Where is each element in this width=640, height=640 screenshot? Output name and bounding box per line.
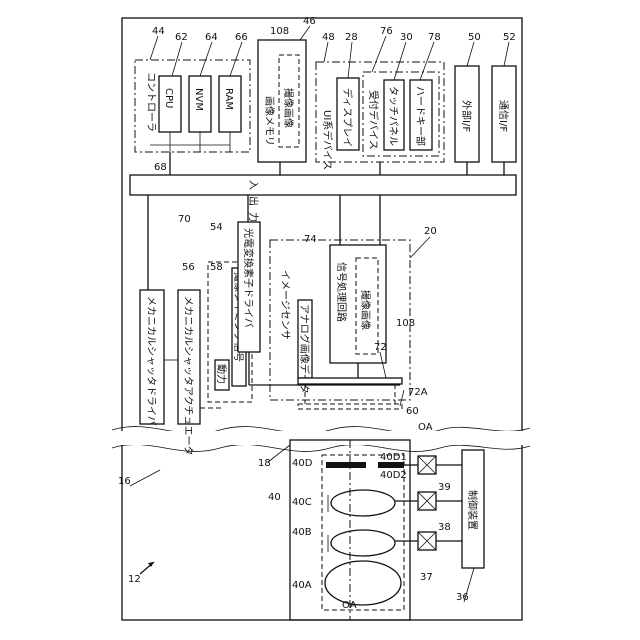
ref-78: 78: [428, 32, 441, 43]
image-memory-captured-label: 撮像画像: [282, 88, 295, 128]
lens-40B: [331, 530, 395, 556]
ref-48: 48: [322, 32, 335, 43]
image-memory-label: 画像メモリ: [263, 96, 275, 146]
accepting-device-label: 受付デバイス: [367, 90, 380, 150]
ref-oa-bottom: OA: [342, 600, 357, 611]
ref-66: 66: [235, 32, 248, 43]
lens-40C: [331, 490, 395, 516]
ref-16: 16: [118, 476, 131, 487]
ref-46: 46: [303, 16, 316, 27]
touch-panel-label: タッチパネル: [387, 86, 399, 146]
ref-74: 74: [304, 234, 317, 245]
ref-40B: 40B: [292, 527, 312, 538]
ref-40A: 40A: [292, 580, 312, 591]
ref-28: 28: [345, 32, 358, 43]
ram-label: RAM: [223, 88, 234, 110]
ref-56: 56: [182, 262, 195, 273]
pe-driver-label: 光電変換素子ドライバ: [242, 228, 255, 328]
power-label: 動力: [215, 364, 228, 384]
comm-if-label: 通信I/F: [497, 100, 509, 132]
ref-18: 18: [258, 458, 271, 469]
ref-64: 64: [205, 32, 218, 43]
ref-12: 12: [128, 574, 141, 585]
ref-20: 20: [424, 226, 437, 237]
ref-68: 68: [154, 162, 167, 173]
ref-62: 62: [175, 32, 188, 43]
ref-38: 38: [438, 522, 451, 533]
mech-shutter-actuator-label: メカニカルシャッタアクチュエータ: [182, 296, 194, 456]
ref-108-mid: 108: [396, 318, 415, 329]
photoelectric-plane-72A: [298, 404, 402, 409]
ref-108-top: 108: [270, 26, 289, 37]
external-if-label: 外部I/F: [460, 100, 473, 132]
ref-39: 39: [438, 482, 451, 493]
ref-76: 76: [380, 26, 393, 37]
controller-label: コントローラ: [145, 72, 157, 132]
ref-40D1: 40D1: [380, 452, 407, 463]
control-device-label: 制御装置: [466, 490, 479, 530]
ref-60: 60: [406, 406, 419, 417]
ref-54: 54: [210, 222, 223, 233]
photoelectric-element-72: [298, 378, 402, 384]
io-interface-bus: [130, 175, 516, 195]
lens-40A: [325, 561, 401, 605]
ref-50: 50: [468, 32, 481, 43]
signal-processing-label: 信号処理回路: [335, 262, 348, 322]
diaphragm-blade-left: [326, 462, 366, 468]
ref-37: 37: [420, 572, 433, 583]
ref-40D: 40D: [292, 458, 313, 469]
image-sensor-label: イメージセンサ: [279, 270, 291, 340]
ref-70: 70: [178, 214, 191, 225]
ref-44: 44: [152, 26, 165, 37]
ui-device-label: UI系デバイス: [321, 110, 334, 170]
signal-captured-label: 撮像画像: [359, 290, 372, 330]
nvm-label: NVM: [193, 88, 204, 111]
hard-key-label: ハードキー部: [414, 86, 427, 146]
ref-58: 58: [210, 262, 223, 273]
ref-72A: 72A: [408, 387, 428, 398]
ref-52: 52: [503, 32, 516, 43]
ref-oa-top: OA: [418, 422, 433, 433]
mech-shutter-driver-label: メカニカルシャッタドライバ: [145, 296, 157, 426]
cpu-label: CPU: [163, 88, 174, 108]
ref-40: 40: [268, 492, 281, 503]
ref-40C: 40C: [292, 497, 312, 508]
display-label: ディスプレイ: [341, 88, 354, 147]
ref-30: 30: [400, 32, 413, 43]
ref-72: 72: [374, 342, 387, 353]
ref-40D2: 40D2: [380, 470, 407, 481]
